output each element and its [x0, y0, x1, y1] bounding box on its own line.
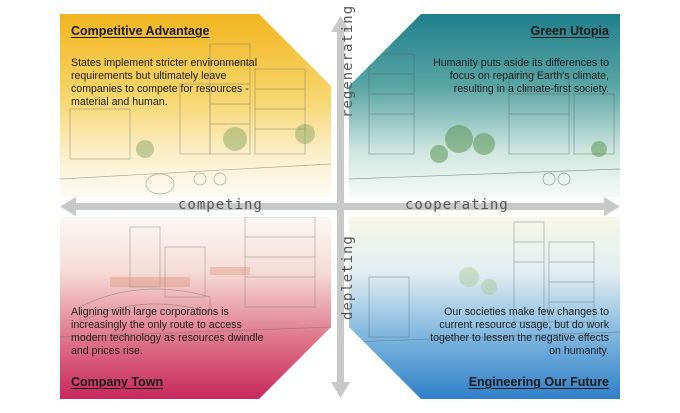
axis-label-competing: competing	[178, 197, 263, 213]
down-arrowhead	[331, 382, 350, 398]
quadrant-company-town: Company Town Aligning with large corpora…	[60, 217, 331, 399]
quadrant-description: States implement stricter environmental …	[71, 57, 258, 108]
right-arrowhead	[604, 197, 620, 216]
up-arrowhead	[331, 16, 350, 32]
city-sketch-image	[349, 14, 620, 197]
quadrant-green-utopia: Green Utopia Humanity puts aside its dif…	[349, 14, 620, 197]
quadrant-description: Our societies make few changes to curren…	[430, 306, 609, 357]
quadrant-title: Engineering Our Future	[468, 375, 609, 389]
city-sketch-image	[60, 14, 331, 197]
axis-label-regenerating: regenerating	[340, 4, 356, 118]
quadrant-title: Green Utopia	[530, 24, 610, 38]
left-arrowhead	[60, 197, 76, 216]
city-sketch-image	[349, 217, 620, 399]
quadrant-title: Company Town	[71, 375, 164, 389]
axis-label-depleting: depleting	[340, 235, 356, 320]
axis-label-cooperating: cooperating	[405, 197, 509, 213]
quadrant-description: Aligning with large corporations is incr…	[71, 306, 264, 357]
quadrant-engineering-our-future: Engineering Our Future Our societies mak…	[349, 217, 620, 399]
quadrant-description: Humanity puts aside its differences to f…	[433, 57, 609, 95]
quadrant-title: Competitive Advantage	[71, 24, 210, 38]
city-sketch-image	[60, 217, 331, 399]
quadrant-competitive-advantage: Competitive Advantage States implement s…	[60, 14, 331, 197]
vertical-axis	[337, 26, 344, 390]
